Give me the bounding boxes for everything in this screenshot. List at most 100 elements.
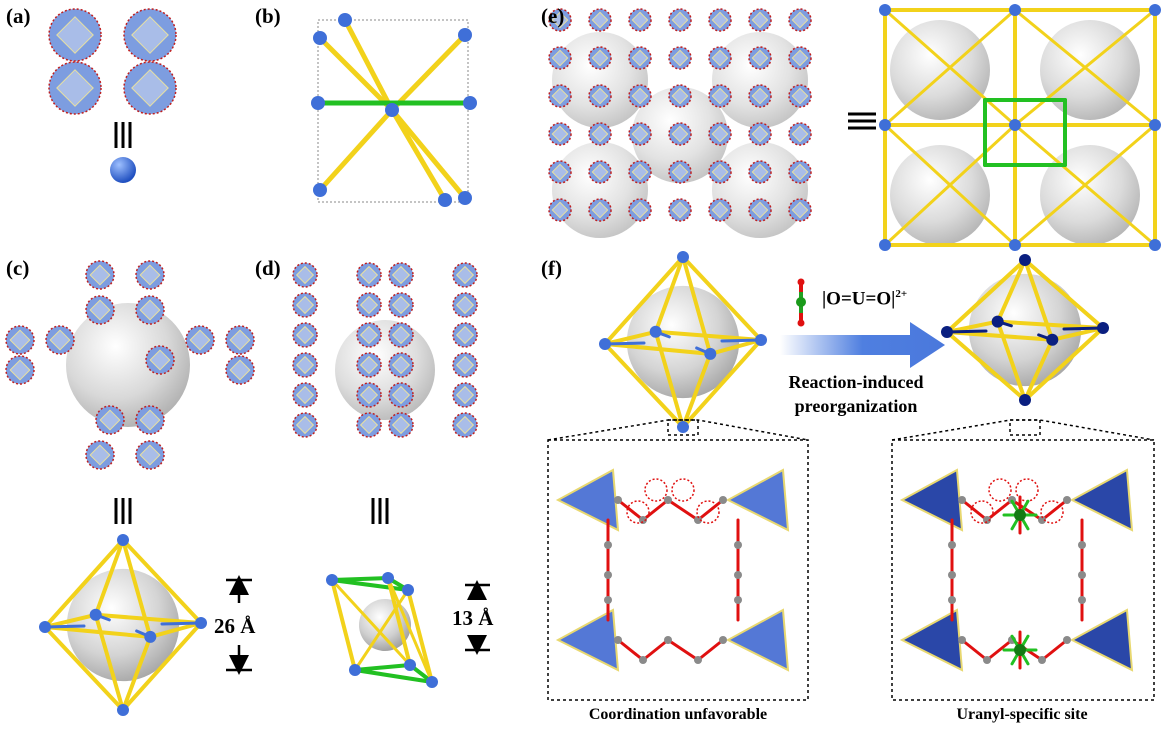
- dimension-arrow-26: [226, 575, 252, 675]
- zr-cluster: [292, 352, 318, 378]
- linker: [653, 255, 685, 334]
- node: [719, 636, 727, 644]
- node: [879, 4, 891, 16]
- cluster-facet: [131, 69, 169, 107]
- linker: [1013, 8, 1157, 127]
- node: [948, 571, 956, 579]
- linker: [93, 612, 203, 625]
- zr-cluster: [668, 122, 692, 146]
- linker: [121, 621, 203, 712]
- cluster-facet: [631, 125, 649, 143]
- panel-e-mof-packing: [552, 32, 808, 238]
- linker: [603, 341, 646, 346]
- cluster-facet: [791, 125, 809, 143]
- coordination-site-highlight: [644, 478, 668, 502]
- cluster-facet: [551, 49, 569, 67]
- zr-cluster: [452, 322, 478, 348]
- zr-cluster: [748, 160, 772, 184]
- linker: [1040, 638, 1069, 662]
- cluster-facet: [295, 355, 315, 375]
- linker: [160, 621, 203, 626]
- panel-e-framework: [879, 4, 1161, 251]
- node: [438, 193, 452, 207]
- linker: [666, 498, 700, 522]
- zr-cluster: [135, 260, 165, 290]
- node: [1149, 239, 1161, 251]
- cluster-facet: [359, 415, 379, 435]
- panel-f-site-uranyl: [899, 468, 1134, 672]
- node: [458, 191, 472, 205]
- caption-coordination-unfavorable: Coordination unfavorable: [588, 706, 768, 723]
- cluster-facet: [671, 201, 689, 219]
- cluster-facet: [56, 16, 94, 54]
- cluster-facet: [455, 355, 475, 375]
- cluster-facet: [551, 87, 569, 105]
- zr-cluster: [95, 405, 125, 435]
- panel-d-mof: [335, 320, 435, 420]
- arrow-text-line2: preorganization: [794, 396, 918, 416]
- linker: [696, 498, 725, 522]
- zr-cluster: [748, 8, 772, 32]
- zr-polyhedron: [1069, 468, 1134, 532]
- panel-label-b: (b): [255, 4, 281, 28]
- zr-cluster: [668, 8, 692, 32]
- panel-c-octahedron: [39, 534, 207, 716]
- node: [958, 496, 966, 504]
- linker: [1062, 326, 1105, 331]
- coordination-site-highlight: [696, 500, 720, 524]
- panel-f-octahedron-after: [941, 254, 1109, 406]
- node: [313, 31, 327, 45]
- cage-sphere: [1040, 145, 1140, 245]
- linker: [406, 588, 434, 684]
- node: [1019, 254, 1031, 266]
- node: [1009, 119, 1021, 131]
- cluster-facet: [751, 11, 769, 29]
- zr-cluster: [708, 122, 732, 146]
- panel-label-a: (a): [6, 4, 31, 28]
- cluster-facet: [295, 385, 315, 405]
- node: [195, 617, 207, 629]
- zr-cluster: [292, 322, 318, 348]
- node: [404, 659, 416, 671]
- cluster-facet: [89, 264, 111, 286]
- coordination-site-highlight: [970, 500, 994, 524]
- zoom-box-unfavorable: [547, 439, 809, 701]
- linker: [641, 638, 670, 662]
- node: [311, 96, 325, 110]
- panel-b-unit-cell: [311, 13, 477, 207]
- linker: [653, 329, 763, 342]
- cluster-facet: [391, 355, 411, 375]
- linker: [330, 578, 357, 672]
- zoom-lines-left: [547, 419, 809, 441]
- linker: [681, 255, 763, 342]
- linker: [1013, 123, 1157, 247]
- zr-cluster: [5, 325, 35, 355]
- zr-cluster: [452, 382, 478, 408]
- panel-f-site-unfavorable: [555, 468, 790, 672]
- zr-cluster: [85, 295, 115, 325]
- node: [1063, 496, 1071, 504]
- zr-cluster: [548, 198, 572, 222]
- uranyl-icon: [796, 278, 806, 327]
- node: [734, 596, 742, 604]
- node: [948, 596, 956, 604]
- cluster-facet: [99, 409, 121, 431]
- node: [1014, 509, 1026, 521]
- zr-cluster: [548, 122, 572, 146]
- node: [1009, 239, 1021, 251]
- node: [117, 534, 129, 546]
- zr-cluster: [388, 322, 414, 348]
- cluster-facet: [391, 415, 411, 435]
- cluster-facet: [591, 11, 609, 29]
- node-sphere: [110, 157, 136, 183]
- panel-label-e: (e): [541, 4, 565, 28]
- cage-sphere: [552, 142, 648, 238]
- node: [463, 96, 477, 110]
- cage-sphere: [712, 32, 808, 128]
- zr-cluster: [292, 262, 318, 288]
- linker: [43, 625, 153, 639]
- linker: [1023, 337, 1055, 402]
- linker: [386, 576, 434, 684]
- linker: [353, 663, 412, 672]
